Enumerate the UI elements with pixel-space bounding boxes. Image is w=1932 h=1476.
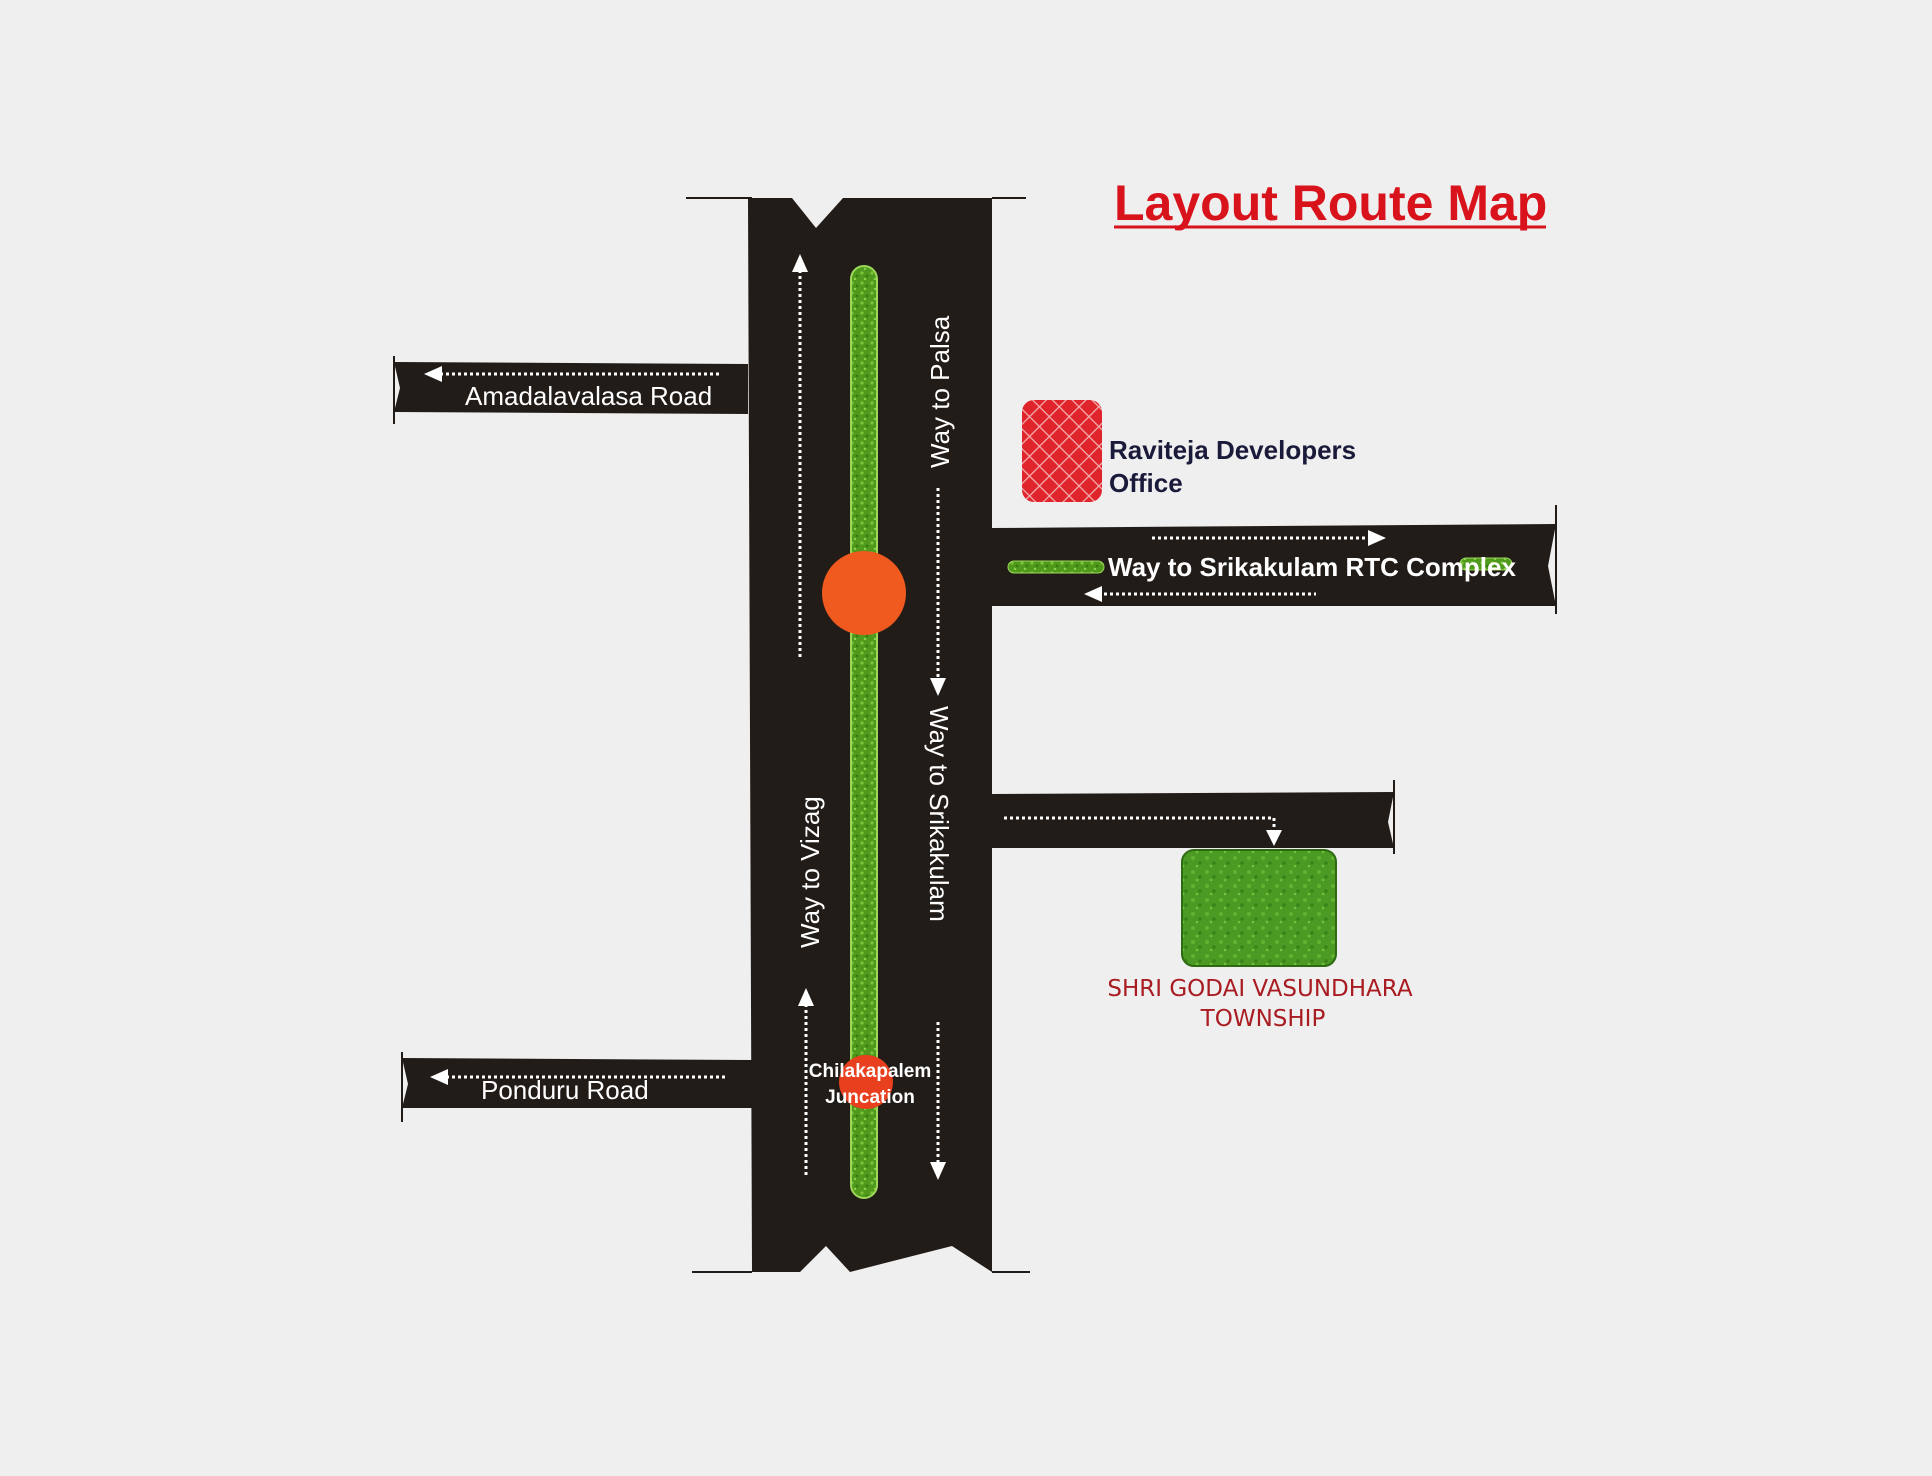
way-to-srikakulam-label: Way to Srikakulam (924, 706, 954, 922)
rtc-road-label: Way to Srikakulam RTC Complex (1108, 552, 1516, 582)
rtc-complex-road: Way to Srikakulam RTC Complex (992, 505, 1557, 614)
rtc-green-strip-right (1459, 557, 1513, 571)
junction-label-line2: Juncation (825, 1087, 915, 1108)
main-road-arrows (792, 254, 946, 1180)
ponduru-road-label: Ponduru Road (481, 1075, 649, 1105)
map-title: Layout Route Map (1114, 175, 1547, 231)
junction-label-line1: Chilakapalem (809, 1061, 932, 1082)
township-marker (1181, 849, 1337, 967)
junction-circle (839, 1055, 893, 1109)
green-median (850, 265, 878, 1199)
amadalavalasa-road: Amadalavalasa Road (393, 356, 748, 424)
roundabout-circle (822, 551, 906, 635)
office-label-line2: Office (1109, 468, 1183, 498)
township-label-line2: TOWNSHIP (1200, 1006, 1326, 1032)
township-label-line1: SHRI GODAI VASUNDHARA (1107, 976, 1412, 1002)
way-to-palsa-label: Way to Palsa (925, 315, 955, 468)
office-label-line1: Raviteja Developers (1109, 435, 1356, 465)
township-access-road (992, 780, 1395, 854)
amadalavalasa-road-label: Amadalavalasa Road (465, 381, 712, 411)
ponduru-road: Ponduru Road (401, 1052, 752, 1122)
rtc-green-strip-left (1007, 560, 1105, 574)
office-marker (1022, 400, 1102, 502)
way-to-vizag-label: Way to Vizag (795, 796, 825, 948)
